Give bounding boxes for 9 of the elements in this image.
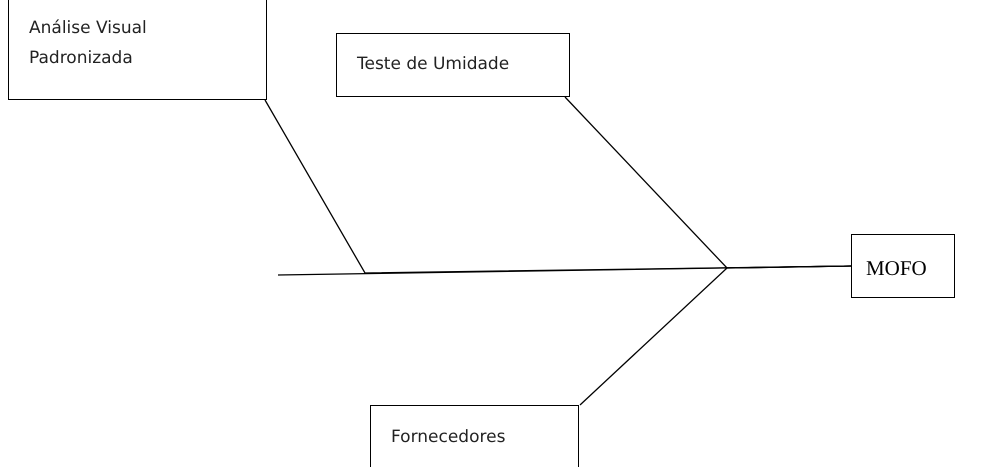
cause-box <box>8 0 267 100</box>
fishbone-line <box>278 265 852 276</box>
box-label: Fornecedores <box>391 426 506 449</box>
cause-box <box>370 405 579 467</box>
box-label: MOFO <box>866 255 927 282</box>
box-label: Teste de Umidade <box>357 53 510 76</box>
cause-box <box>336 33 570 97</box>
box-label: Análise Visual Padronizada <box>29 17 148 70</box>
effect-box <box>851 234 955 298</box>
